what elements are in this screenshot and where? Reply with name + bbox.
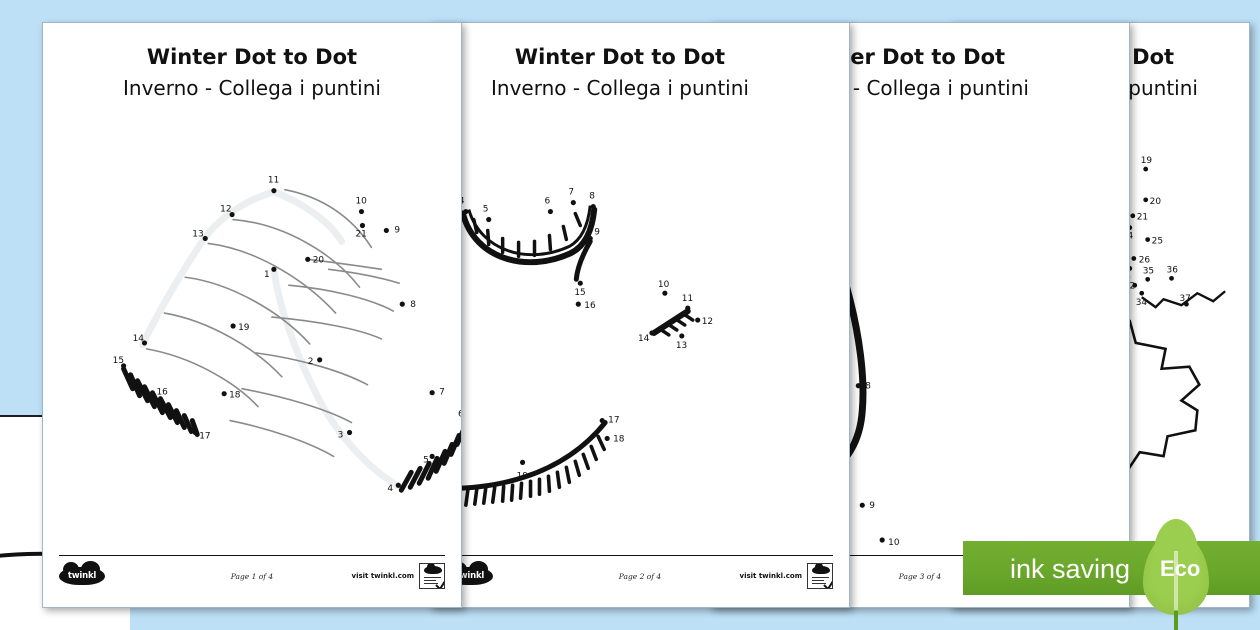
svg-text:26: 26 [1139,255,1151,265]
svg-text:9: 9 [594,227,600,237]
ink-saving-label: ink saving [1010,554,1131,584]
svg-text:14: 14 [638,334,650,344]
page-title: Winter Dot to Dot [146,45,358,69]
svg-text:9: 9 [869,501,875,511]
svg-text:36: 36 [1167,265,1179,275]
page-title: Winter Dot to Dot [514,45,726,69]
page-number: Page 2 of 4 [618,571,662,581]
svg-text:11: 11 [268,176,279,186]
mitten-svg: 1 2 3 4 5 6 7 8 9 10 11 12 13 14 15 16 1 [113,176,461,495]
svg-text:18: 18 [613,434,625,444]
svg-text:13: 13 [192,229,203,239]
svg-text:21: 21 [356,229,367,239]
svg-text:35: 35 [1143,266,1154,276]
twinkl-badge-icon [807,563,833,589]
svg-text:4: 4 [387,484,393,494]
svg-text:6: 6 [458,410,461,420]
svg-text:17: 17 [199,431,210,441]
svg-text:5: 5 [423,455,429,465]
check-icon [823,580,832,588]
twinkl-badge-icon [419,563,445,589]
dot-group: 1 2 3 4 5 6 7 8 9 10 11 12 13 14 15 16 1 [113,176,461,495]
svg-text:16: 16 [156,388,168,398]
worksheet-page-2[interactable]: Winter Dot to Dot Inverno - Collega i pu… [430,22,850,608]
svg-text:14: 14 [133,334,145,344]
svg-text:10: 10 [356,197,368,207]
visit-url[interactable]: visit twinkl.com [739,572,802,580]
svg-text:7: 7 [439,388,445,398]
twinkl-wordmark: twinkl [67,571,97,581]
dot-to-dot-artwork-mitten: 1 2 3 4 5 6 7 8 9 10 11 12 13 14 15 16 1 [43,101,461,556]
page-footer: twinkl Page 1 of 4 visit twinkl.com [59,555,445,591]
page-number: Page 1 of 4 [230,571,274,581]
page-footer: twinkl Page 2 of 4 visit twinkl.com [447,555,833,591]
svg-text:2: 2 [308,357,314,367]
svg-text:5: 5 [483,205,489,215]
svg-text:3: 3 [338,430,344,440]
page-subtitle: Inverno - Collega i puntini [491,76,749,100]
svg-text:15: 15 [574,288,585,298]
svg-text:12: 12 [702,317,713,327]
svg-text:20: 20 [313,255,325,265]
svg-text:16: 16 [584,301,596,311]
svg-text:21: 21 [1137,213,1148,223]
check-icon [435,580,444,588]
svg-text:8: 8 [589,192,595,202]
svg-text:34: 34 [1136,298,1148,308]
svg-text:8: 8 [865,382,871,392]
eco-label: Eco [1160,556,1201,581]
svg-text:18: 18 [229,391,241,401]
leaf-stem-icon [1174,551,1178,630]
svg-text:11: 11 [682,294,693,304]
ink-saving-eco-badge: ink saving Eco [963,519,1260,630]
svg-text:25: 25 [1152,237,1163,247]
svg-text:10: 10 [888,538,900,548]
svg-text:15: 15 [113,356,124,366]
svg-text:6: 6 [544,197,550,207]
svg-text:1: 1 [264,270,270,280]
twinkl-logo[interactable]: twinkl [59,561,105,586]
dot-to-dot-artwork-sled: 4 5 6 7 8 9 10 11 12 13 14 15 16 17 18 1… [431,101,849,556]
sled-svg: 4 5 6 7 8 9 10 11 12 13 14 15 16 17 18 1… [434,188,713,507]
svg-text:17: 17 [608,416,619,426]
eco-badge-bar [963,541,1260,595]
svg-text:12: 12 [220,205,231,215]
visit-url[interactable]: visit twinkl.com [351,572,414,580]
svg-text:20: 20 [1150,197,1162,207]
page-number: Page 3 of 4 [898,571,942,581]
svg-text:9: 9 [394,225,400,235]
svg-text:19: 19 [517,471,529,481]
dot-group: 4 5 6 7 8 9 10 11 12 13 14 15 16 17 18 1… [459,188,713,482]
page-subtitle: Inverno - Collega i puntini [123,76,381,100]
svg-text:19: 19 [238,323,250,333]
svg-text:13: 13 [676,341,687,351]
twinkl-wordmark: twinkl [455,571,485,581]
svg-text:19: 19 [1141,156,1153,166]
svg-text:8: 8 [410,300,416,310]
worksheet-page-1[interactable]: Winter Dot to Dot Inverno - Collega i pu… [42,22,462,608]
svg-text:7: 7 [568,188,574,198]
svg-text:37: 37 [1179,294,1190,304]
svg-text:10: 10 [658,280,670,290]
